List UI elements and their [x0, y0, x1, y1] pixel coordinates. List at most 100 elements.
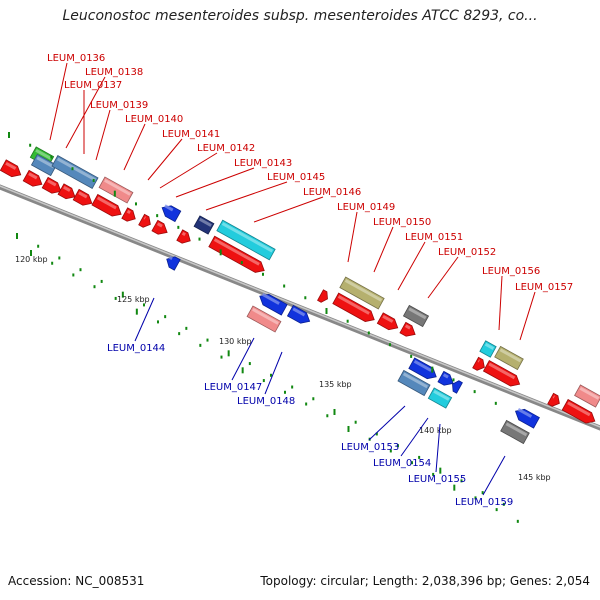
scale-label: 130 kbp — [219, 337, 252, 346]
gene-feature — [547, 392, 560, 407]
leader-line — [147, 138, 183, 181]
scale-tick — [30, 250, 32, 256]
scale-tick — [333, 408, 336, 415]
scale-tick — [291, 385, 294, 389]
scale-tick — [326, 414, 329, 418]
gene-feature — [494, 345, 524, 371]
leader-line — [482, 455, 506, 496]
gene-feature — [259, 293, 288, 316]
scale-tick — [262, 379, 265, 383]
gene-label: LEUM_0148 — [237, 396, 295, 407]
scale-tick — [481, 491, 484, 495]
gene-feature — [472, 356, 485, 371]
gene-label: LEUM_0155 — [408, 474, 466, 485]
scale-tick — [72, 273, 75, 277]
leader-line — [253, 196, 324, 223]
scale-tick — [325, 307, 328, 314]
backbone-line — [0, 184, 600, 431]
scale-tick — [354, 420, 357, 424]
gene-label: LEUM_0153 — [341, 442, 399, 453]
gene-label: LEUM_0146 — [303, 187, 361, 198]
scale-tick — [71, 167, 74, 171]
gene-label: LEUM_0157 — [515, 282, 573, 293]
gene-label: LEUM_0141 — [162, 129, 220, 140]
gene-feature — [437, 370, 454, 386]
scale-tick — [283, 284, 286, 288]
scale-tick — [37, 244, 40, 248]
gene-feature — [397, 369, 431, 397]
scale-tick — [178, 332, 181, 336]
gene-label: LEUM_0147 — [204, 382, 262, 393]
gene-feature — [51, 155, 99, 189]
gene-label: LEUM_0137 — [64, 80, 122, 91]
gene-feature — [208, 235, 265, 273]
scale-tick — [388, 343, 391, 347]
gene-feature — [121, 207, 136, 222]
scale-tick — [418, 455, 421, 459]
gene-label: LEUM_0140 — [125, 114, 183, 125]
gene-label: LEUM_0151 — [405, 232, 463, 243]
gene-feature — [399, 321, 416, 337]
scale-tick — [439, 467, 442, 474]
gene-feature — [57, 183, 76, 200]
scale-tick — [100, 279, 103, 283]
gene-label: LEUM_0156 — [482, 266, 540, 277]
gene-feature — [482, 359, 521, 387]
gene-feature — [22, 169, 43, 187]
scale-tick — [16, 233, 18, 239]
gene-label: LEUM_0149 — [337, 202, 395, 213]
scale-tick — [494, 401, 497, 405]
scale-tick — [156, 214, 159, 218]
scale-tick — [185, 326, 188, 330]
leader-line — [368, 405, 406, 441]
leader-line — [175, 167, 255, 198]
gene-feature — [193, 215, 215, 235]
gene-feature — [332, 292, 375, 322]
genome-stats-text: Topology: circular; Length: 2,038,396 bp… — [260, 574, 590, 588]
gene-feature — [452, 380, 463, 394]
leader-line — [123, 123, 146, 171]
gene-label: LEUM_0145 — [267, 172, 325, 183]
scale-tick — [219, 249, 222, 256]
scale-tick — [227, 350, 230, 357]
gene-feature — [500, 419, 530, 445]
scale-tick — [375, 432, 378, 436]
scale-label: 120 kbp — [15, 255, 48, 264]
gene-feature — [161, 204, 182, 223]
leader-line — [205, 181, 288, 211]
scale-tick — [220, 355, 223, 359]
gene-label: LEUM_0154 — [373, 458, 431, 469]
scale-tick — [516, 519, 519, 523]
scale-tick — [135, 308, 138, 315]
gene-feature — [30, 153, 58, 177]
scale-tick — [346, 319, 349, 323]
gene-feature — [151, 219, 168, 235]
scale-tick — [58, 256, 61, 260]
scale-tick — [460, 479, 463, 483]
gene-feature — [176, 229, 191, 244]
leader-line — [231, 337, 255, 381]
scale-tick — [79, 268, 82, 272]
scale-tick — [121, 291, 124, 298]
scale-tick — [431, 366, 434, 373]
gene-feature — [98, 176, 134, 204]
gene-feature — [246, 305, 282, 333]
gene-feature — [339, 276, 385, 310]
gene-feature — [479, 340, 497, 358]
gene-feature — [91, 193, 122, 217]
gene-feature — [286, 304, 311, 324]
scale-tick — [396, 444, 399, 448]
page-title: Leuconostoc mesenteroides subsp. mesente… — [62, 8, 538, 24]
scale-tick — [8, 132, 10, 138]
scale-tick — [261, 272, 264, 276]
gene-feature — [72, 188, 93, 206]
gene-label: LEUM_0138 — [85, 67, 143, 78]
leader-line — [435, 423, 441, 473]
scale-tick — [495, 508, 498, 512]
scale-tick — [134, 202, 137, 206]
scale-tick — [453, 484, 456, 491]
leader-line — [498, 275, 503, 331]
leader-line — [400, 417, 429, 457]
scale-tick — [410, 461, 413, 465]
